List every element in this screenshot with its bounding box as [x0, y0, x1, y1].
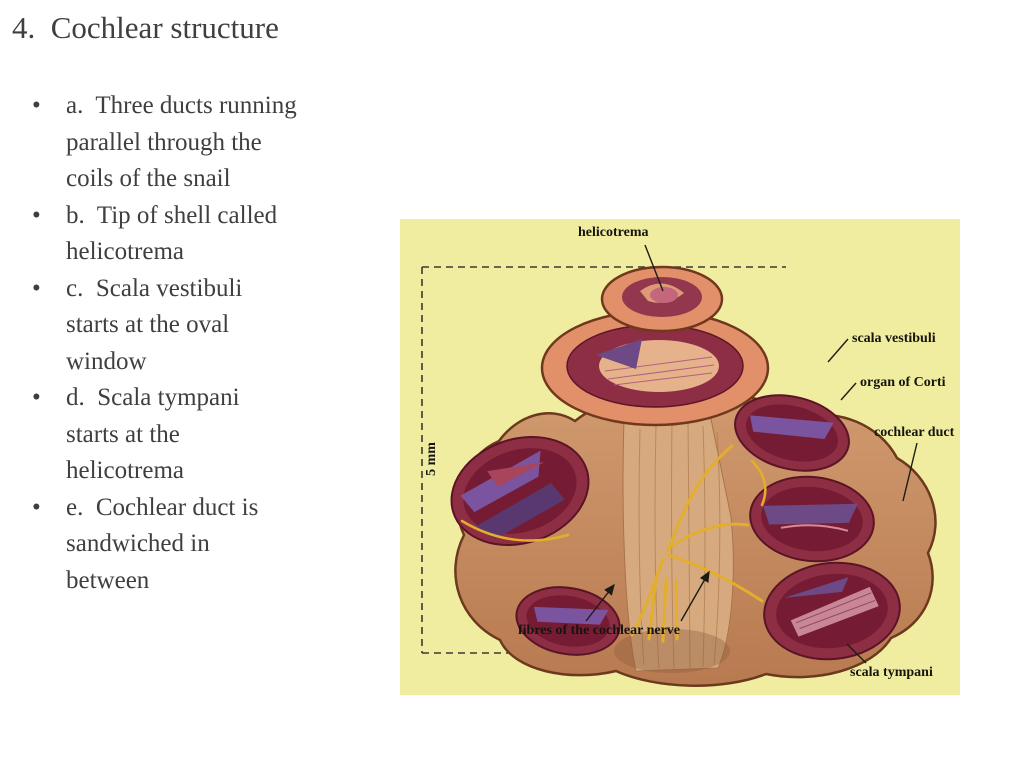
- bullet-item-d: d. Scala tympani starts at the helicotre…: [30, 380, 298, 490]
- cochlea-figure: helicotrema scala vestibuli organ of Cor…: [400, 219, 960, 695]
- chamber-organ-of-corti: [749, 475, 875, 563]
- chamber-bottom-left: [515, 586, 621, 656]
- bullet-item-a: a. Three ducts running parallel through …: [30, 88, 298, 198]
- label-cochlear-duct: cochlear duct: [874, 425, 955, 440]
- page-title: 4. Cochlear structure: [12, 10, 279, 45]
- bullet-item-b: b. Tip of shell called helicotrema: [30, 198, 298, 271]
- bullet-item-e: e. Cochlear duct is sandwiched in betwee…: [30, 490, 298, 600]
- spiral-apex-helicotrema: [600, 265, 724, 333]
- label-cochlear-nerve: fibres of the cochlear nerve: [518, 623, 680, 638]
- bullet-item-c: c. Scala vestibuli starts at the oval wi…: [30, 271, 298, 381]
- pointer-lines: [585, 244, 918, 664]
- label-helicotrema: helicotrema: [578, 225, 649, 240]
- label-organ-of-corti: organ of Corti: [860, 375, 946, 390]
- chamber-scala-vestibuli: [734, 394, 850, 472]
- chamber-left: [450, 436, 590, 546]
- cochlea-illustration: [421, 244, 937, 687]
- label-scala-tympani: scala tympani: [850, 665, 933, 680]
- nerve-fibres: [460, 444, 767, 643]
- bullet-list: a. Three ducts running parallel through …: [30, 88, 298, 599]
- spiral-middle-turn: [540, 309, 770, 427]
- chamber-scala-tympani: [763, 561, 901, 661]
- scale-label: 5 mm: [424, 442, 439, 476]
- label-scala-vestibuli: scala vestibuli: [852, 331, 936, 346]
